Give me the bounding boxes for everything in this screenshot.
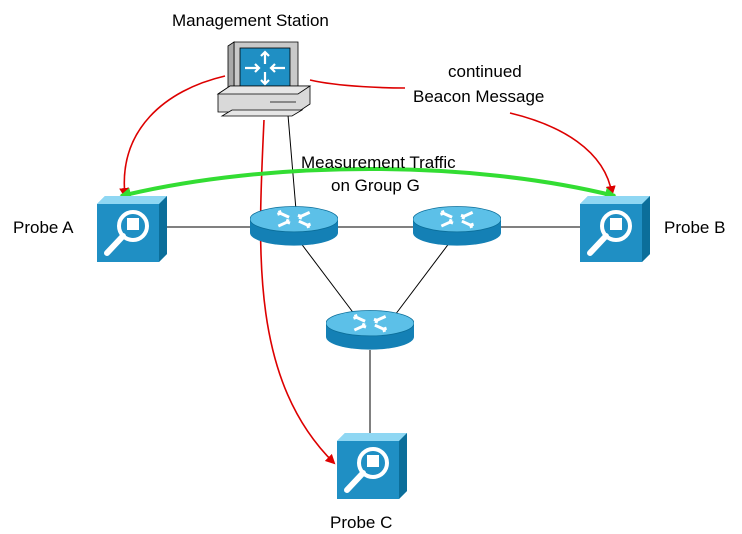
probe-c-icon bbox=[337, 433, 407, 499]
probe-b-label: Probe B bbox=[664, 218, 725, 237]
probe-a-icon bbox=[97, 196, 167, 262]
link-router-1-router-3 bbox=[299, 241, 356, 316]
beacon-arrow-to-probe-b-2 bbox=[509, 112, 616, 196]
link-station-router-1 bbox=[287, 114, 297, 211]
management-workstation-icon bbox=[216, 41, 312, 117]
link-router-2-router-3 bbox=[394, 241, 451, 316]
measurement-traffic-arc bbox=[119, 167, 617, 200]
probe-c-label: Probe C bbox=[330, 513, 392, 532]
probe-a-label: Probe A bbox=[13, 218, 74, 237]
traffic-label-line1: Measurement Traffic bbox=[301, 153, 456, 172]
beacon-arrow-to-probe-b bbox=[309, 79, 406, 89]
router-1-icon bbox=[250, 206, 338, 248]
beacon-label-line2: Beacon Message bbox=[413, 87, 544, 106]
links bbox=[165, 114, 580, 436]
traffic-label-line2: on Group G bbox=[331, 176, 420, 195]
router-3-icon bbox=[326, 310, 414, 352]
probe-b-icon bbox=[580, 196, 650, 262]
router-2-icon bbox=[413, 206, 501, 248]
beacon-label-line1: continued bbox=[448, 62, 522, 81]
beacon-arrows bbox=[119, 75, 616, 465]
management-station-label: Management Station bbox=[172, 11, 329, 30]
beacon-arrow-to-probe-a bbox=[119, 75, 226, 198]
